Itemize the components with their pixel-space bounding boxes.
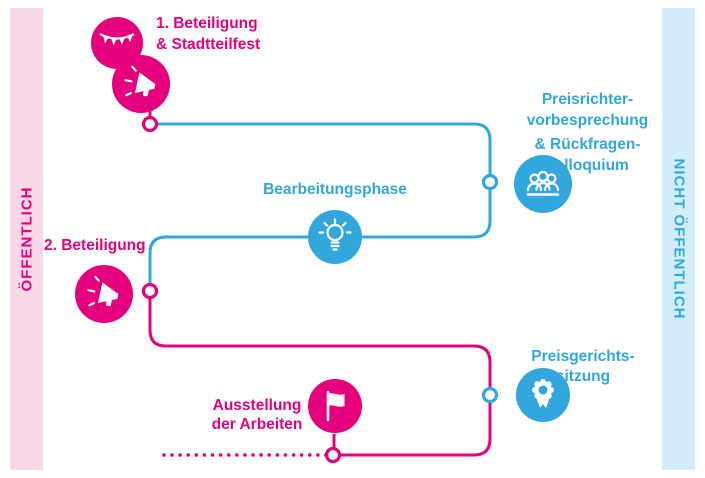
lightbulb-icon [318,218,352,251]
label-line: kolloquium [546,157,629,174]
junction-dot-ausstellung [324,446,342,464]
party-garland-icon [99,33,135,46]
label-line: Ausstellung [212,397,302,414]
label-line: & Stadtteilfest [156,36,261,53]
megaphone-icon [87,275,119,307]
award-icon [532,379,554,408]
junction-dot-beteiligung1 [141,115,159,133]
label-line: 1. Beteiligung [156,15,258,32]
megaphone-icon [124,65,156,97]
label-line: der Arbeiten [211,416,303,433]
label-ausstellung: Ausstellung der Arbeiten [192,396,322,434]
node-stadtteilfest [91,17,143,69]
flag-icon [326,390,345,422]
node-bearbeitung [308,210,362,264]
connector-beteiligung1-to-preisrichter [157,122,492,175]
label-line: Preisgerichts- [531,348,635,365]
connector-preisgericht-to-ausstellung [340,402,492,457]
label-bearbeitung: Bearbeitungsphase [263,181,407,198]
label-line: Preisrichter- [541,91,634,108]
label-preisrichter: Preisrichter- vorbesprechung & Rückfrage… [505,89,670,176]
label-beteiligung2: 2. Beteiligung [44,237,146,254]
junction-dot-preisgericht [481,386,499,404]
label-line: sitzung [555,368,611,385]
label-preisgericht: Preisgerichts- sitzung [508,347,658,387]
label-line: vorbesprechung [526,112,649,129]
node-ausstellung [308,379,362,433]
non-public-phase-band: NICHT ÖFFENTLICH [662,8,695,470]
connector-beteiligung2-to-preisgericht [148,298,492,388]
label-line: & Rückfragen- [534,136,641,153]
public-phase-band: ÖFFENTLICH [10,8,43,470]
junction-dot-beteiligung2 [141,282,159,300]
label-beteiligung1: 1. Beteiligung & Stadtteilfest [156,13,260,55]
jury-icon [526,170,560,196]
junction-dot-preisrichter [481,173,499,191]
